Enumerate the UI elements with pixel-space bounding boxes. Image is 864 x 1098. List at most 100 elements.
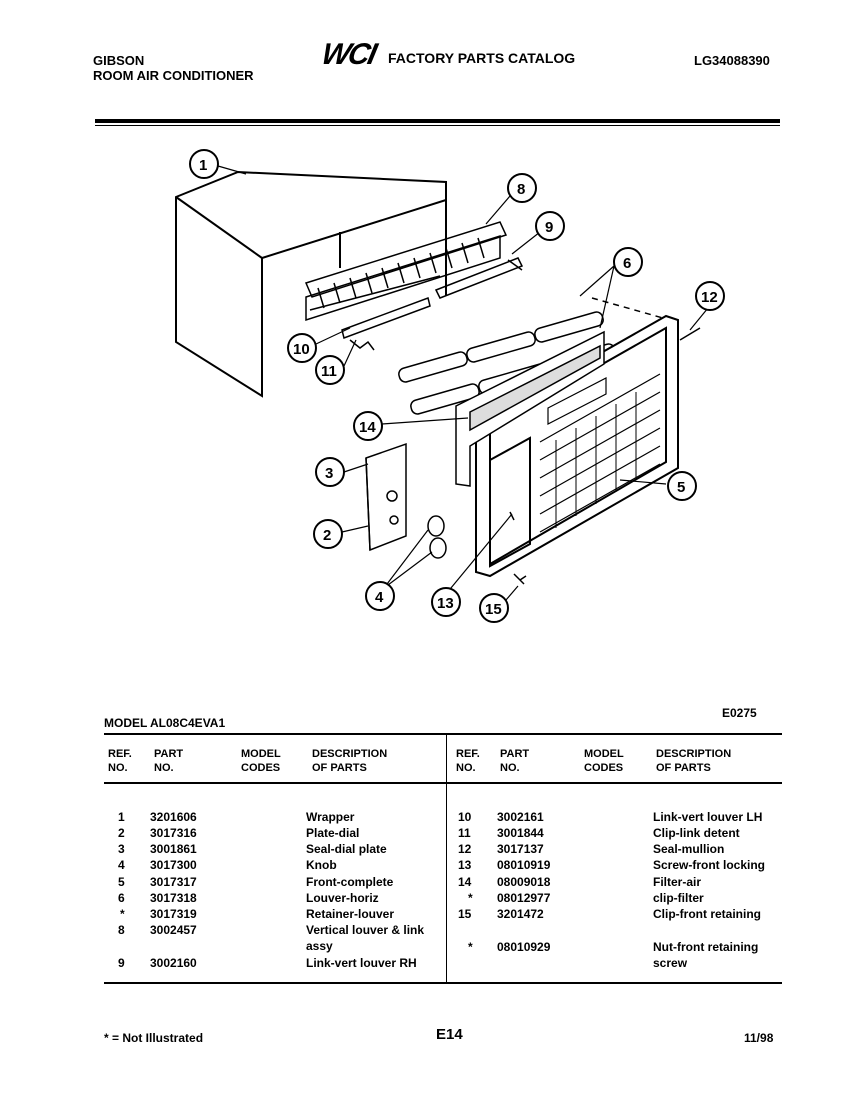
callout-3: 3	[315, 457, 345, 487]
not-illustrated-note: * = Not Illustrated	[104, 1031, 204, 1045]
row-desc: clip-filter	[653, 891, 704, 905]
table-top-rule	[104, 733, 782, 735]
row-desc: Plate-dial	[306, 826, 360, 840]
svg-text:1: 1	[199, 157, 207, 174]
brand-name: GIBSON	[93, 53, 145, 68]
row-ref: 6	[118, 891, 125, 905]
row-ref: *	[120, 907, 125, 921]
callout-6: 6	[613, 247, 643, 277]
svg-text:6: 6	[623, 255, 631, 272]
callout-15: 15	[479, 593, 509, 623]
row-ref: 14	[458, 875, 472, 889]
row-desc: Wrapper	[306, 810, 355, 824]
svg-text:2: 2	[323, 527, 331, 544]
callout-9: 9	[535, 211, 565, 241]
row-part: 08010929	[497, 940, 551, 954]
svg-text:5: 5	[677, 479, 685, 496]
catalog-number: LG34088390	[694, 53, 770, 68]
row-desc: Seal-mullion	[653, 842, 725, 856]
row-part: 3017300	[150, 858, 197, 872]
row-part: 3002160	[150, 956, 197, 970]
screw-clip	[509, 511, 527, 585]
page-number: E14	[436, 1026, 463, 1043]
callout-13: 13	[431, 587, 461, 617]
row-part: 08012977	[497, 891, 551, 905]
row-ref: 15	[458, 907, 472, 921]
air-filter	[455, 330, 605, 487]
row-desc: Louver-horiz	[306, 891, 379, 905]
row-part: 3017137	[497, 842, 544, 856]
callout-2: 2	[313, 519, 343, 549]
callout-5: 5	[667, 471, 697, 501]
row-part: 08010919	[497, 858, 551, 872]
svg-text:9: 9	[545, 219, 553, 236]
svg-text:12: 12	[701, 289, 718, 306]
wrapper-part	[175, 170, 447, 398]
row-desc: Clip-front retaining	[653, 907, 761, 921]
svg-text:13: 13	[437, 595, 454, 612]
seal-mullion	[679, 327, 701, 341]
row-desc: Link-vert louver RH	[306, 956, 417, 970]
table-header-rule	[104, 782, 782, 784]
svg-text:3: 3	[325, 465, 333, 482]
row-part: 3017316	[150, 826, 197, 840]
row-desc: Link-vert louver LH	[653, 810, 763, 824]
row-part: 3001861	[150, 842, 197, 856]
svg-text:4: 4	[375, 589, 384, 606]
row-part: 3017319	[150, 907, 197, 921]
knobs	[427, 515, 447, 559]
link-louver-lh	[341, 297, 431, 351]
model-label: MODEL AL08C4EVA1	[104, 716, 226, 730]
row-ref: 10	[458, 810, 472, 824]
svg-text:14: 14	[359, 419, 376, 436]
row-ref: 5	[118, 875, 125, 889]
row-desc: Front-complete	[306, 875, 394, 889]
row-part: 08009018	[497, 875, 551, 889]
revision-date: 11/98	[744, 1031, 774, 1045]
row-ref: 3	[118, 842, 125, 856]
callout-10: 10	[287, 333, 317, 363]
header-rule-thin	[95, 125, 780, 126]
row-ref: 1	[118, 810, 125, 824]
row-part: 3002457	[150, 923, 197, 937]
row-ref: 4	[118, 858, 125, 872]
row-desc: Nut-front retaining	[653, 940, 759, 954]
row-ref: 9	[118, 956, 125, 970]
dial-plate	[365, 442, 407, 552]
front-complete	[475, 314, 679, 578]
table-column-divider	[446, 735, 447, 982]
header-ref: REF.NO.	[108, 748, 132, 774]
row-desc: Screw-front locking	[653, 858, 766, 872]
diagram-code: E0275	[722, 706, 757, 720]
leader-lines	[217, 165, 709, 601]
row-desc: Seal-dial plate	[306, 842, 387, 856]
row-part: 3017317	[150, 875, 197, 889]
row-desc: Vertical louver & link	[306, 923, 425, 937]
row-desc: Clip-link detent	[653, 826, 740, 840]
row-desc: Knob	[306, 858, 337, 872]
row-desc: Filter-air	[653, 875, 702, 889]
callout-4: 4	[365, 581, 395, 611]
row-desc: Retainer-louver	[306, 907, 395, 921]
row-desc-cont: assy	[306, 939, 333, 953]
row-ref: 13	[458, 858, 472, 872]
row-desc-cont: screw	[653, 956, 688, 970]
row-ref: *	[468, 940, 473, 954]
catalog-title: FACTORY PARTS CATALOG	[388, 50, 576, 66]
table-bottom-rule	[104, 982, 782, 984]
callout-8: 8	[507, 173, 537, 203]
svg-text:15: 15	[485, 601, 502, 618]
callouts: 1 8 9 6 12 10 11 14 3 5 2 4 13 15	[189, 149, 725, 623]
svg-text:11: 11	[321, 363, 337, 380]
svg-text:10: 10	[293, 341, 310, 358]
callout-1: 1	[189, 149, 219, 179]
header-rule	[95, 119, 780, 123]
callout-14: 14	[353, 411, 383, 441]
vertical-louver-assy	[304, 221, 508, 322]
